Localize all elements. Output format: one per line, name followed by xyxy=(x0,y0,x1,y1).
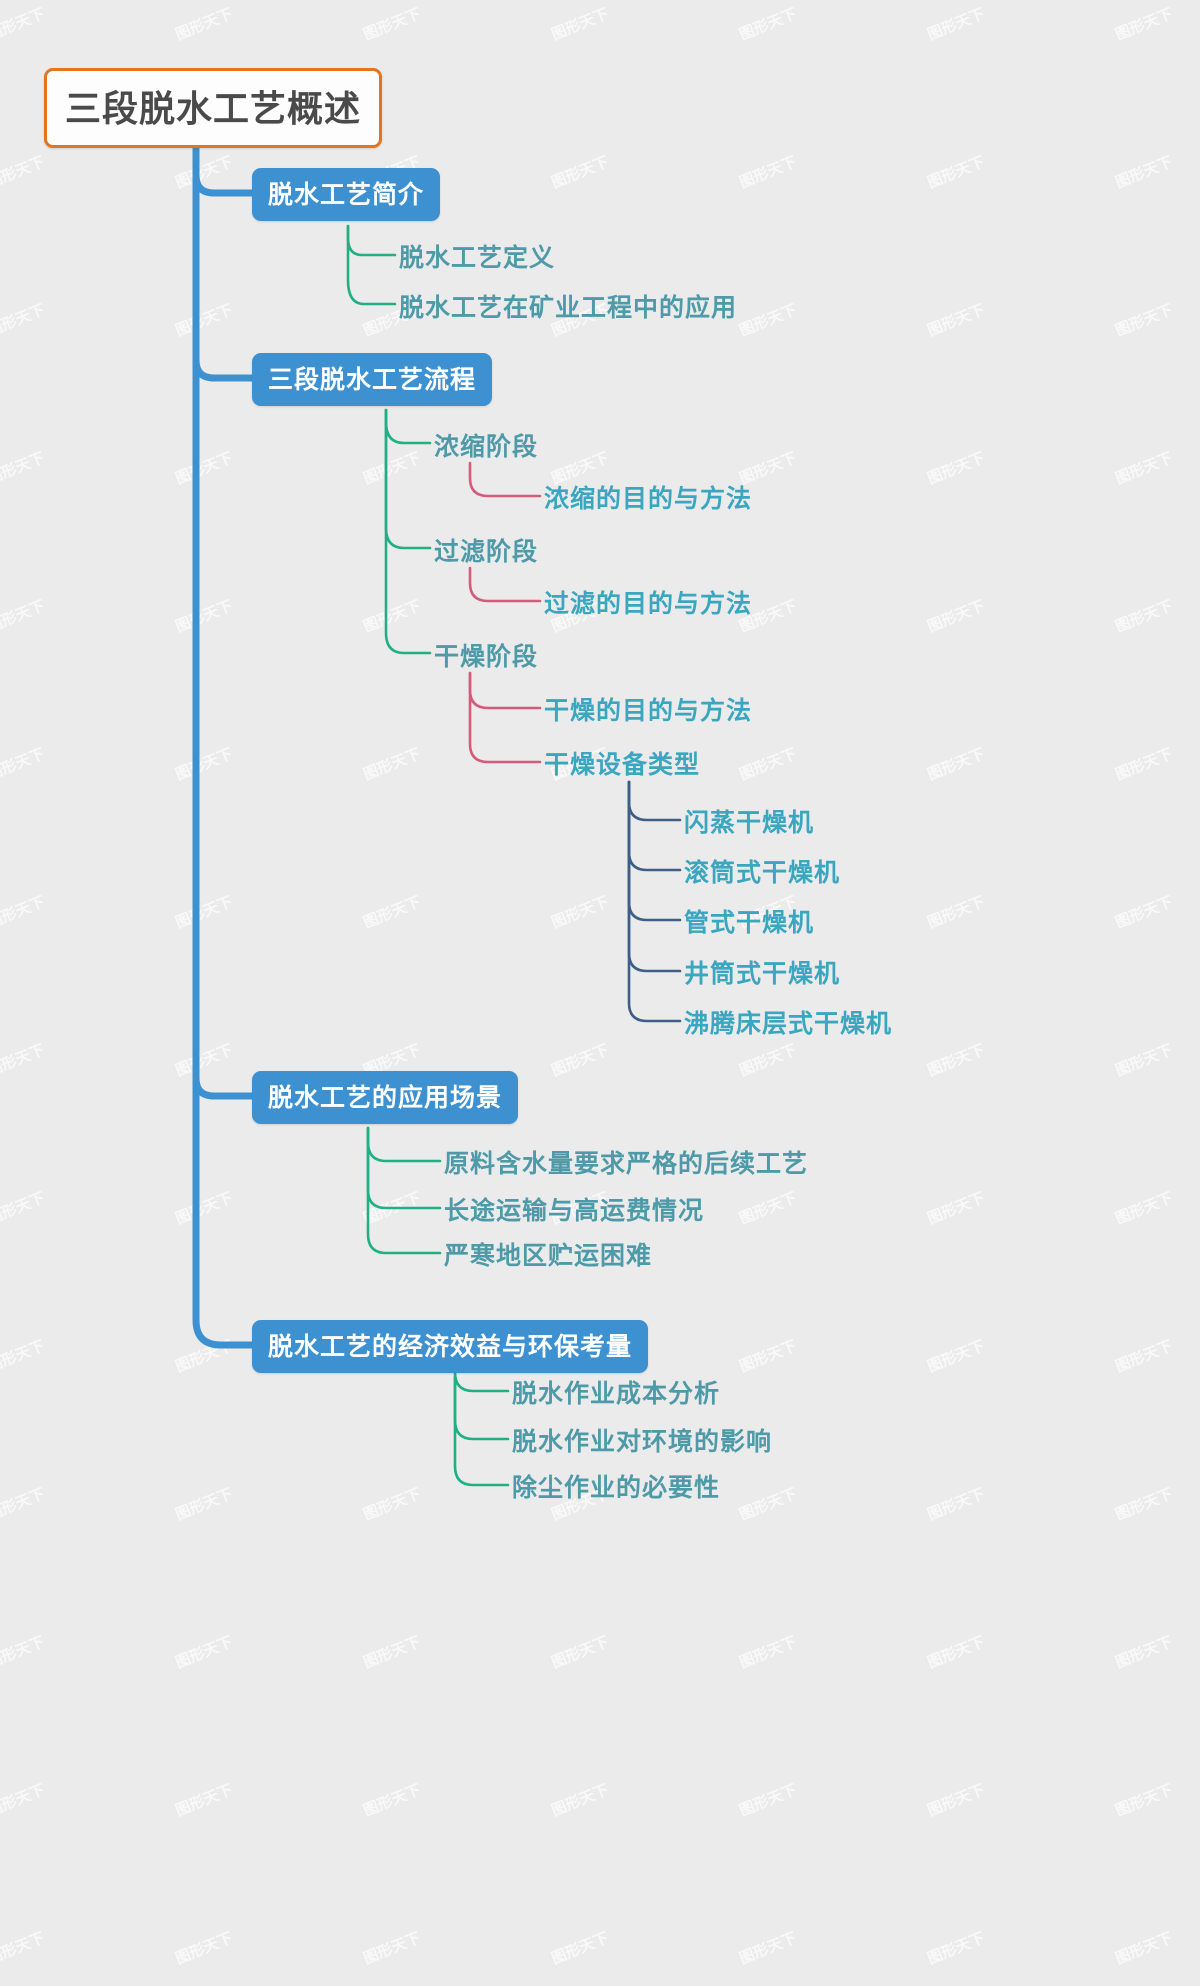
leaf-node-flash-dryer[interactable]: 闪蒸干燥机 xyxy=(684,809,815,837)
subtopic-node-filtration-purpose[interactable]: 过滤的目的与方法 xyxy=(544,590,753,618)
leaf-node-tube-dryer[interactable]: 管式干燥机 xyxy=(684,909,815,937)
subtopic-node-drying-equipment-types[interactable]: 干燥设备类型 xyxy=(544,751,701,779)
topic-node-cold-region-storage[interactable]: 严寒地区贮运困难 xyxy=(444,1242,653,1270)
branch-node-economics-and-environment[interactable]: 脱水工艺的经济效益与环保考量 xyxy=(252,1320,649,1373)
branch-node-three-stage-process[interactable]: 三段脱水工艺流程 xyxy=(252,353,493,406)
leaf-node-drum-dryer[interactable]: 滚筒式干燥机 xyxy=(684,859,841,887)
leaf-node-fluidized-bed-dryer[interactable]: 沸腾床层式干燥机 xyxy=(684,1010,893,1038)
subtopic-node-thickening-purpose[interactable]: 浓缩的目的与方法 xyxy=(544,485,753,513)
topic-node-drying-stage[interactable]: 干燥阶段 xyxy=(434,643,539,671)
branch-node-dewatering-intro[interactable]: 脱水工艺简介 xyxy=(252,168,441,221)
topic-node-environmental-impact[interactable]: 脱水作业对环境的影响 xyxy=(512,1428,773,1456)
topic-node-cost-analysis[interactable]: 脱水作业成本分析 xyxy=(512,1380,721,1408)
topic-node-filtration-stage[interactable]: 过滤阶段 xyxy=(434,538,539,566)
topic-node-thickening-stage[interactable]: 浓缩阶段 xyxy=(434,433,539,461)
topic-node-dust-removal-necessity[interactable]: 除尘作业的必要性 xyxy=(512,1474,721,1502)
topic-node-long-distance-transport[interactable]: 长途运输与高运费情况 xyxy=(444,1197,705,1225)
topic-node-dewatering-definition[interactable]: 脱水工艺定义 xyxy=(399,244,556,272)
root-node[interactable]: 三段脱水工艺概述 xyxy=(44,68,383,148)
topic-node-strict-moisture-requirement[interactable]: 原料含水量要求严格的后续工艺 xyxy=(444,1150,809,1178)
subtopic-node-drying-purpose[interactable]: 干燥的目的与方法 xyxy=(544,697,753,725)
leaf-node-shaft-dryer[interactable]: 井筒式干燥机 xyxy=(684,960,841,988)
topic-node-mining-application[interactable]: 脱水工艺在矿业工程中的应用 xyxy=(399,294,738,322)
branch-node-application-scenarios[interactable]: 脱水工艺的应用场景 xyxy=(252,1071,519,1124)
